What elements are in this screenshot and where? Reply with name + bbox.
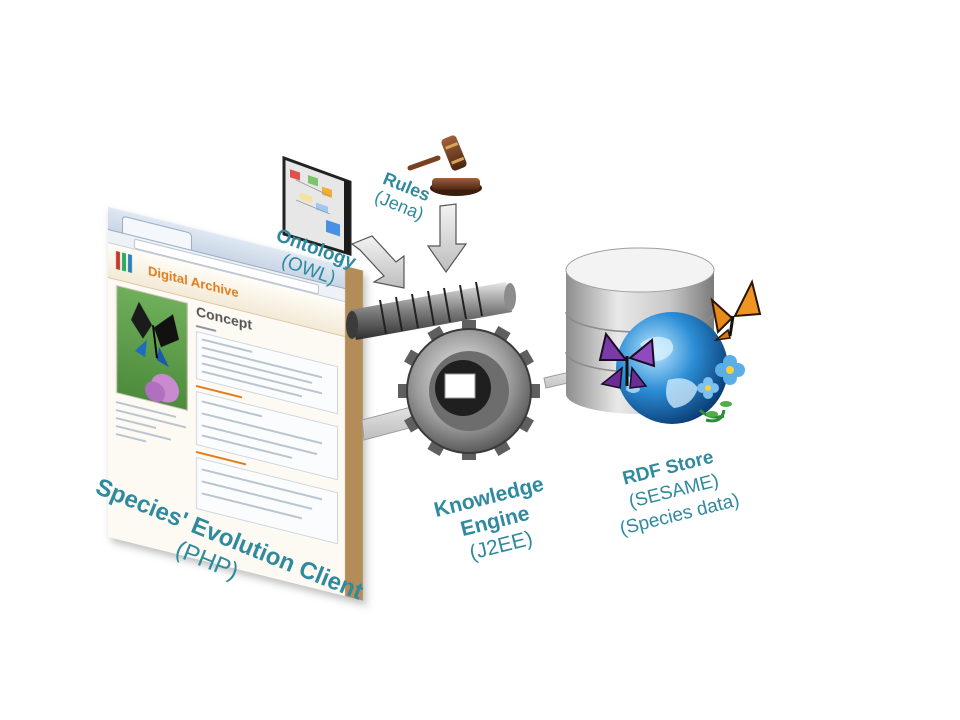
ontology-screenshot-icon — [282, 155, 352, 257]
browser-frame: Digital Archive — [108, 207, 363, 601]
butterfly-icon — [710, 279, 762, 342]
rules-arrow-icon — [426, 203, 468, 274]
flower-icon — [697, 355, 745, 423]
worm-screw-icon — [346, 281, 516, 340]
purple-butterfly-icon — [598, 331, 656, 389]
client-browser-window: Digital Archive — [108, 207, 363, 601]
butterfly-photo — [116, 284, 188, 411]
ontology-arrow-icon — [350, 235, 405, 289]
gear-icon — [398, 320, 540, 460]
gavel-icon — [407, 135, 482, 196]
